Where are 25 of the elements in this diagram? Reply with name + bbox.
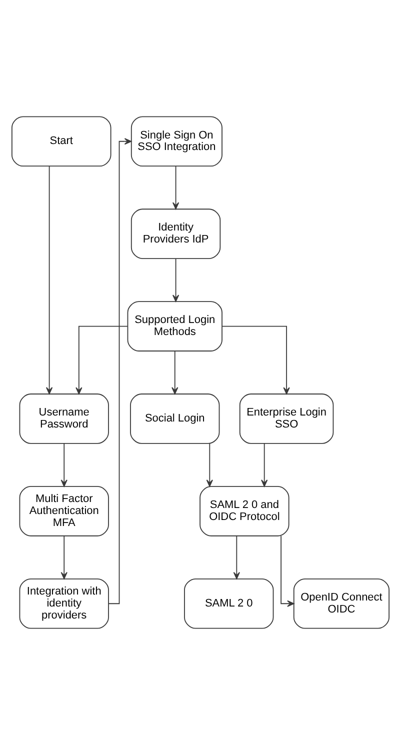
arrow — [60, 536, 68, 580]
node-box: Identity Providers IdP — [130, 208, 221, 259]
node-box: Enterprise Login SSO — [239, 394, 334, 444]
node-box: Social Login — [130, 394, 220, 444]
arrow — [222, 326, 290, 394]
node-box: Supported Login Methods — [127, 301, 222, 352]
node-box: Integration with identity providers — [19, 578, 109, 629]
arrow — [233, 536, 240, 580]
arrow — [46, 166, 53, 394]
arrow — [108, 138, 132, 604]
node-box: Username Password — [19, 394, 109, 444]
arrow — [261, 443, 268, 487]
arrow — [76, 326, 128, 394]
node-box: SAML 2 0 and OIDC Protocol — [200, 486, 290, 536]
arrow — [206, 443, 213, 487]
node-box: Single Sign On SSO Integration — [130, 116, 222, 167]
arrow — [172, 166, 180, 210]
node-box: Start — [11, 116, 112, 167]
arrow — [172, 258, 180, 302]
arrow — [60, 443, 68, 487]
arrow — [172, 350, 178, 394]
node-box: Multi Factor Authentication MFA — [19, 486, 109, 536]
arrow — [280, 536, 294, 607]
node-box: SAML 2 0 — [184, 578, 274, 629]
node-box: OpenID Connect OIDC — [293, 578, 390, 629]
